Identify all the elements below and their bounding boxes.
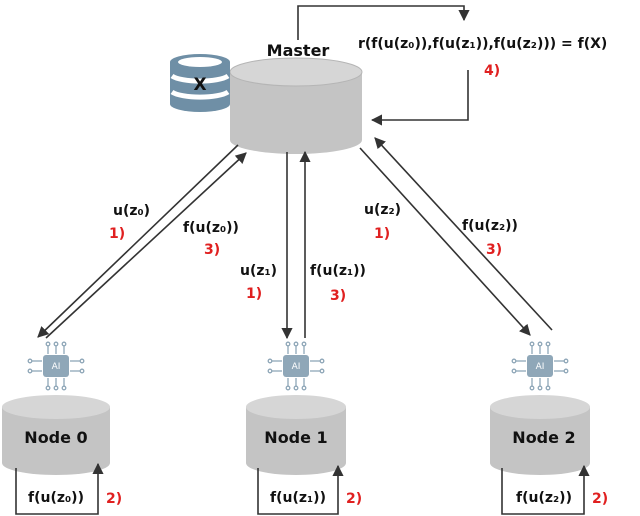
formula-step: 4) [484, 63, 500, 79]
node1-label: Node 1 [264, 428, 327, 447]
node2-down-label: u(z₂) [364, 202, 401, 218]
node0-down-label: u(z₀) [113, 203, 150, 219]
node2-up-step: 3) [486, 242, 502, 258]
master-to-node2-arrow [359, 147, 531, 336]
node1-down-step: 1) [246, 286, 262, 302]
node1-self-label: f(u(z₁)) [270, 490, 326, 506]
node1-up-label: f(u(z₁)) [310, 263, 366, 279]
node0-to-master-arrow [45, 152, 247, 339]
node1-ai-label: AI [292, 362, 301, 372]
node2-self-arrow [501, 464, 590, 515]
node1-up-step: 3) [330, 288, 346, 304]
node2-cylinder [490, 395, 590, 475]
node0-down-step: 1) [109, 226, 125, 242]
master-label: Master [267, 41, 330, 60]
node0-label: Node 0 [24, 428, 87, 447]
master-to-formula-arrow [297, 5, 470, 40]
database-icon [170, 54, 230, 112]
master-to-node0-arrow [37, 144, 239, 338]
node2-label: Node 2 [512, 428, 575, 447]
node2-self-step: 2) [592, 491, 608, 507]
node2-up-label: f(u(z₂)) [462, 218, 518, 234]
reduction-formula: r(f(u(z₀)),f(u(z₁)),f(u(z₂))) = f(X) [358, 36, 607, 52]
node2-ai-label: AI [536, 362, 545, 372]
formula-to-master-arrow [370, 70, 469, 126]
node0-ai-label: AI [52, 362, 61, 372]
node0-self-arrow [15, 462, 104, 515]
node0-up-step: 3) [204, 242, 220, 258]
node1-self-step: 2) [346, 491, 362, 507]
node2-down-step: 1) [374, 226, 390, 242]
node0-self-label: f(u(z₀)) [28, 490, 84, 506]
node2-self-label: f(u(z₂)) [516, 490, 572, 506]
node2-to-master-arrow [374, 137, 553, 331]
database-label: X [193, 75, 206, 95]
node0-self-step: 2) [106, 491, 122, 507]
node1-down-label: u(z₁) [240, 263, 277, 279]
node1-cylinder [246, 395, 346, 475]
node0-cylinder [2, 395, 110, 475]
master-cylinder [229, 57, 363, 154]
node1-self-arrow [257, 464, 344, 515]
node0-up-label: f(u(z₀)) [183, 220, 239, 236]
